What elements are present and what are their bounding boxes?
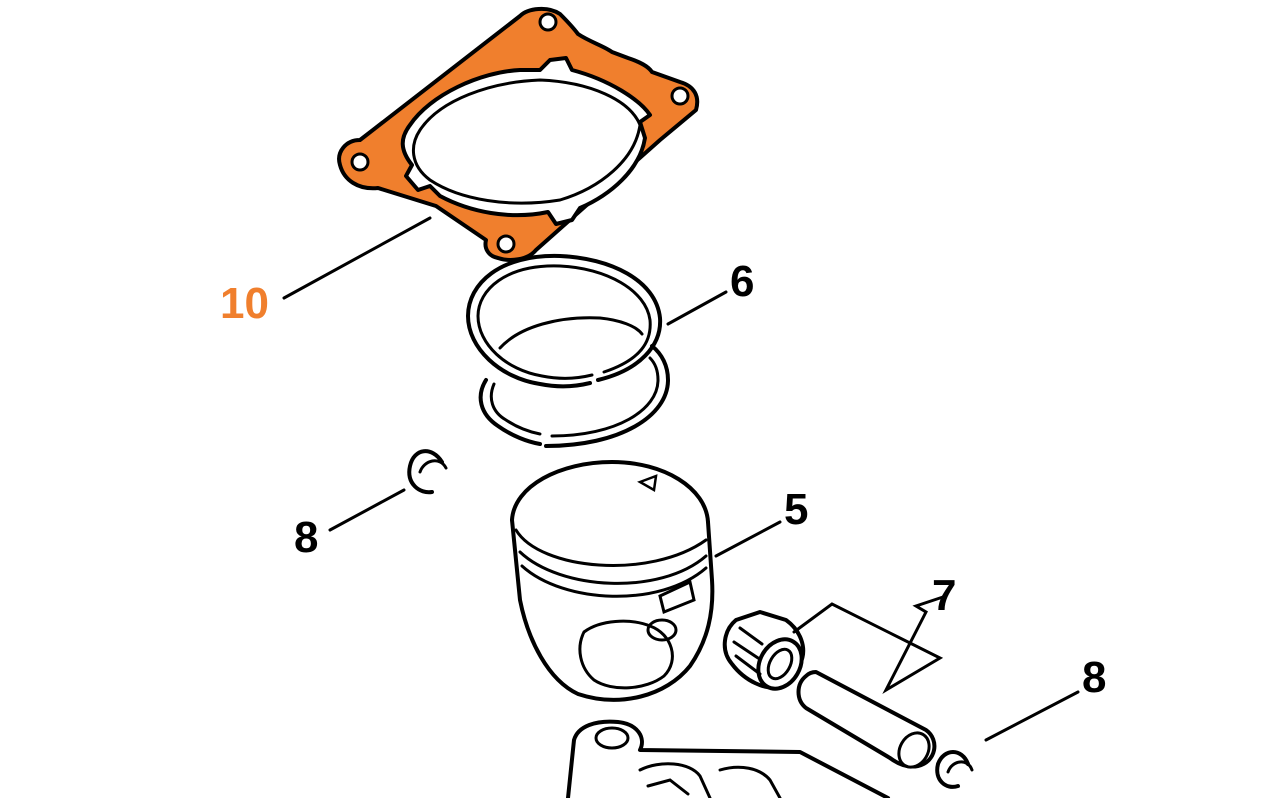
leader-7 xyxy=(792,594,948,694)
con-rod-detail-2 xyxy=(718,765,782,798)
bolt-hole-left xyxy=(350,152,370,172)
con-rod-detail-3 xyxy=(646,778,690,796)
callout-snap-ring-left[interactable]: 8 xyxy=(294,513,318,562)
leader-8-right xyxy=(984,690,1080,742)
snap-ring-left[interactable] xyxy=(407,449,448,495)
piston-ring-upper xyxy=(466,253,663,389)
piston-ring-groove-2 xyxy=(520,564,708,598)
piston-pin-hole xyxy=(646,618,678,642)
con-rod-outline xyxy=(566,719,890,798)
callout-bearing-and-pin[interactable]: 7 xyxy=(932,571,956,620)
piston-ring-groove-1 xyxy=(518,550,708,585)
snap-ring-right-inner xyxy=(946,760,974,774)
piston[interactable] xyxy=(510,460,715,702)
needle-cage-bore xyxy=(766,647,794,681)
piston-ring-upper-inner xyxy=(476,264,652,380)
piston-pin xyxy=(796,670,937,769)
cylinder-gasket[interactable] xyxy=(337,7,700,262)
needle-2 xyxy=(732,640,760,660)
connecting-rod-partial xyxy=(566,719,890,798)
piston-ring-upper-lower-edge xyxy=(498,316,644,350)
bolt-hole-right xyxy=(670,86,690,106)
piston-pin-end xyxy=(897,731,931,769)
callout-piston[interactable]: 5 xyxy=(784,485,808,534)
bolt-hole-bottom xyxy=(496,234,516,254)
piston-skirt xyxy=(510,518,715,702)
snap-ring-left-shape xyxy=(407,449,444,495)
piston-crown xyxy=(510,460,710,524)
gasket-bore xyxy=(400,56,652,226)
snap-ring-right-shape xyxy=(935,750,970,789)
callout-gasket[interactable]: 10 xyxy=(220,279,269,328)
needle-1 xyxy=(738,626,764,646)
piston-ring-lower xyxy=(478,344,670,448)
leader-10 xyxy=(282,216,432,300)
needle-cage-and-pin[interactable] xyxy=(722,610,937,773)
piston-ring-lower-inner xyxy=(489,356,660,438)
con-rod-detail-1 xyxy=(638,762,712,798)
leader-8-left xyxy=(328,488,406,532)
callout-piston-rings[interactable]: 6 xyxy=(730,257,754,306)
snap-ring-right[interactable] xyxy=(935,750,974,789)
leader-6 xyxy=(666,290,728,326)
piston-rings[interactable] xyxy=(466,253,670,448)
piston-window xyxy=(658,579,696,615)
callout-snap-ring-right[interactable]: 8 xyxy=(1082,653,1106,702)
snap-ring-left-inner xyxy=(418,459,448,474)
bolt-hole-top xyxy=(538,12,558,32)
leader-5 xyxy=(714,520,782,558)
piston-pin-boss xyxy=(578,619,674,690)
piston-direction-arrow xyxy=(637,474,658,492)
gasket-bore-inner xyxy=(411,78,642,205)
piston-top-edge xyxy=(514,528,708,567)
con-rod-small-end xyxy=(594,726,630,750)
needle-3 xyxy=(734,654,762,676)
